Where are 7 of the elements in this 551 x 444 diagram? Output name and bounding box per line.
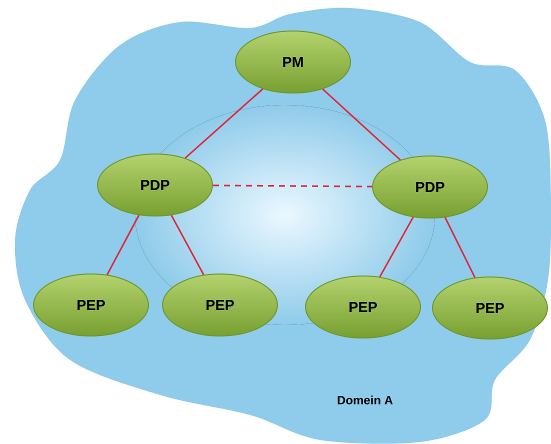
connector-line (184, 88, 264, 159)
connector-line (170, 214, 204, 276)
connector-line (213, 184, 372, 188)
connector-line (379, 216, 414, 278)
connector-line (444, 217, 476, 278)
connector-line (322, 88, 401, 161)
connector-line (106, 214, 140, 276)
